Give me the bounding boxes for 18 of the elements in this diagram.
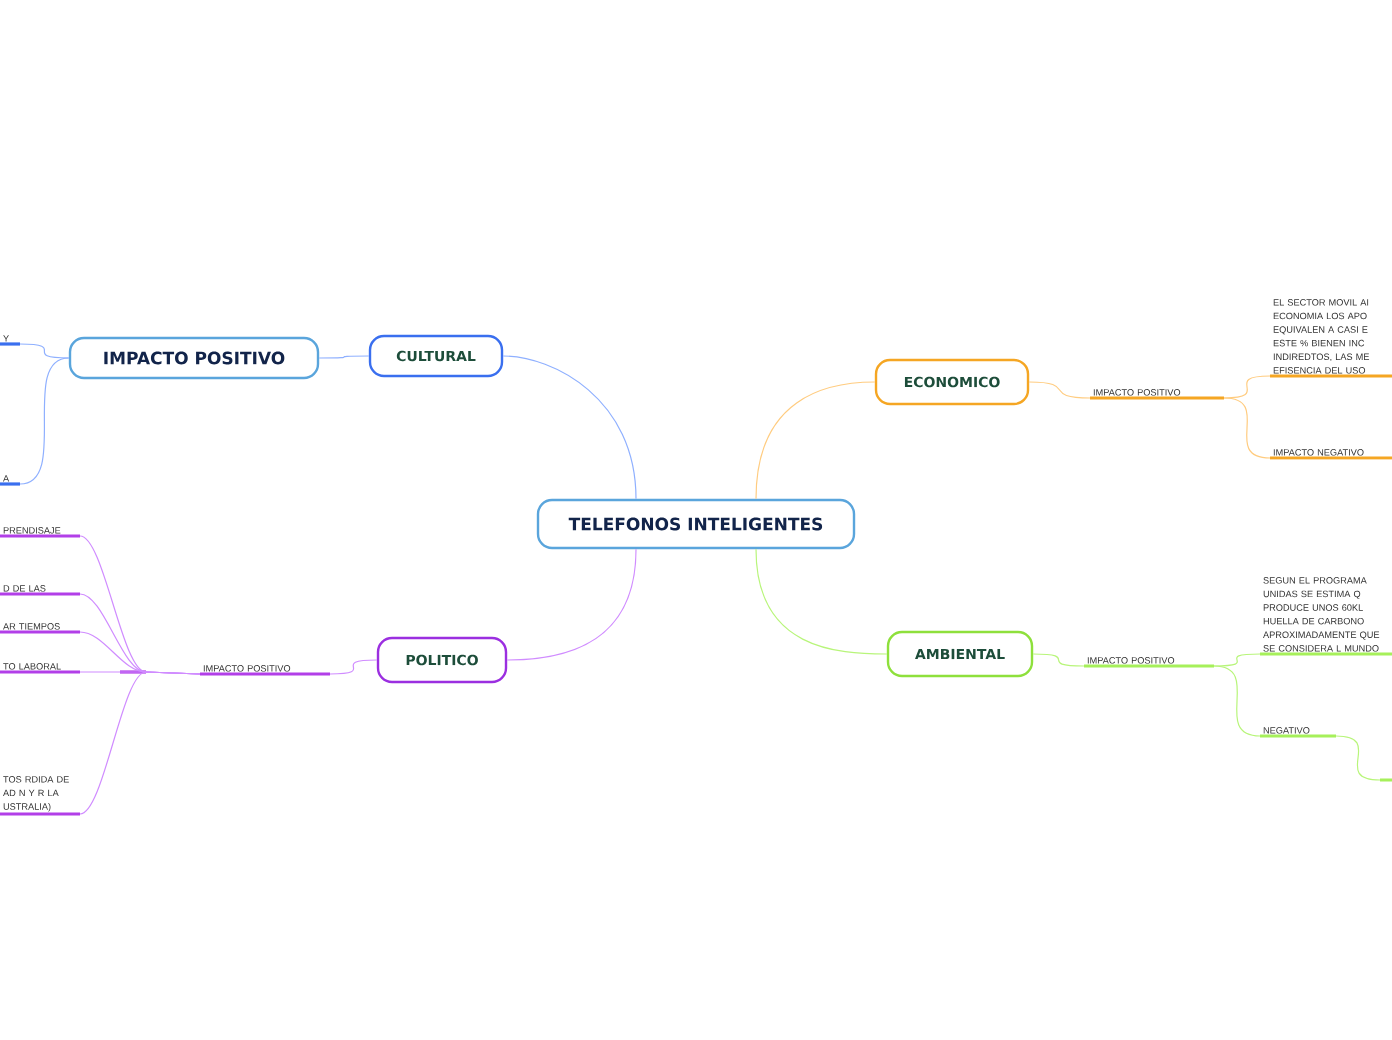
connector (329, 659, 378, 675)
connector (1223, 397, 1271, 459)
connector (755, 548, 888, 655)
connector (1213, 665, 1261, 737)
connector (1213, 653, 1261, 667)
connector (506, 548, 637, 661)
central-topic-box: TELEFONOS INTELIGENTES (536, 498, 856, 550)
connector (1223, 375, 1271, 399)
connector (1335, 735, 1381, 781)
connector (19, 357, 70, 485)
connector (1032, 653, 1085, 667)
connector (502, 355, 637, 500)
connector (19, 343, 70, 359)
connector (318, 355, 370, 359)
connector (755, 381, 876, 500)
connector (79, 671, 201, 815)
connector (1028, 381, 1091, 399)
subtopic-box: IMPACTO POSITIVO (68, 336, 320, 380)
